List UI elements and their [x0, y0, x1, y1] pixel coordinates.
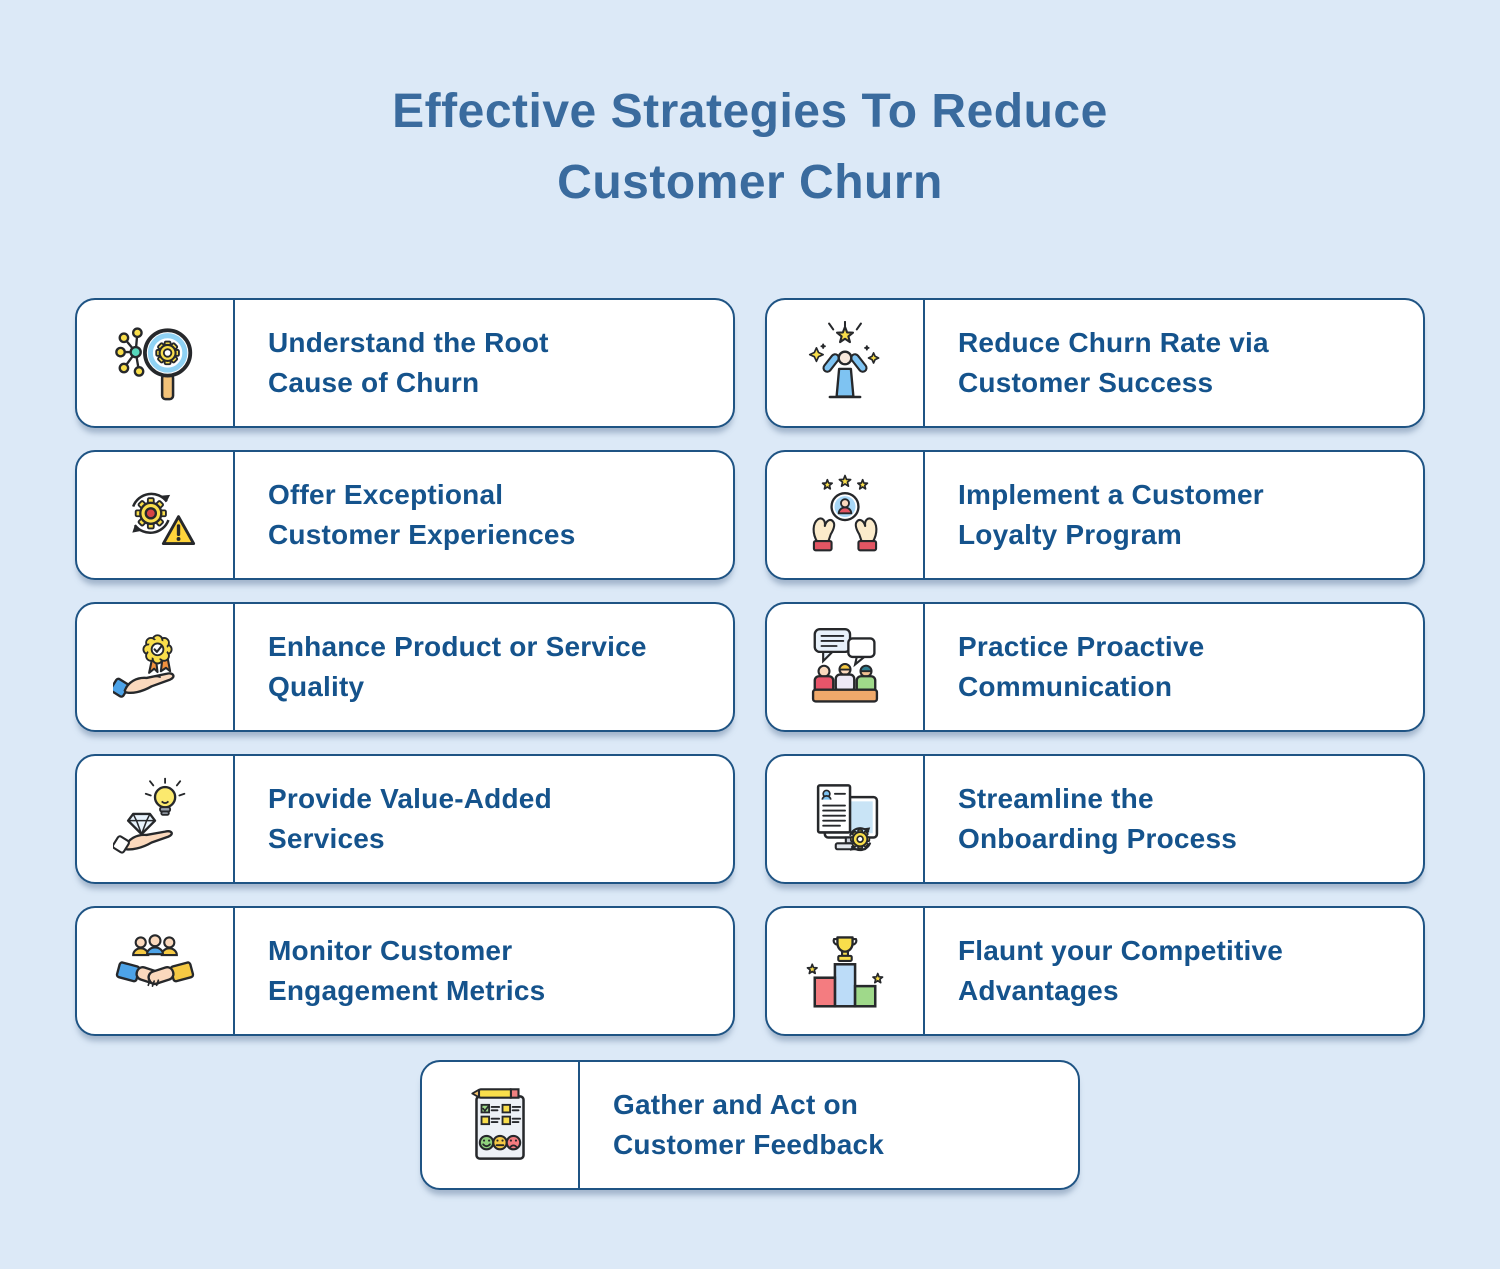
card-engagement-metrics-icon-cell: [77, 908, 235, 1034]
card-proactive-communication: Practice Proactive Communication: [765, 602, 1425, 732]
card-value-added-services: Provide Value-Added Services: [75, 754, 735, 884]
card-customer-feedback: Gather and Act on Customer Feedback: [420, 1060, 1080, 1190]
card-proactive-communication-icon-cell: [767, 604, 925, 730]
onboarding-process-icon: [816, 784, 879, 852]
customer-loyalty-icon: [812, 474, 878, 552]
card-competitive-advantages: Flaunt your Competitive Advantages: [765, 906, 1425, 1036]
card-root-cause-icon-cell: [77, 300, 235, 426]
card-onboarding-process: Streamline the Onboarding Process: [765, 754, 1425, 884]
card-customer-success-icon-cell: [767, 300, 925, 426]
card-customer-feedback-icon-cell: [422, 1062, 580, 1188]
strategy-grid: Understand the Root Cause of Churn: [75, 298, 1425, 1036]
card-competitive-advantages-icon-cell: [767, 908, 925, 1034]
card-product-quality: Enhance Product or Service Quality: [75, 602, 735, 732]
card-competitive-advantages-label: Flaunt your Competitive Advantages: [958, 935, 1284, 1006]
card-proactive-communication-label: Practice Proactive Communication: [958, 631, 1205, 702]
card-loyalty-program-label: Implement a Customer Loyalty Program: [958, 479, 1264, 550]
customer-feedback-icon: [471, 1088, 525, 1160]
card-exceptional-experiences-icon-cell: [77, 452, 235, 578]
process-warning-icon: [131, 492, 196, 546]
card-product-quality-icon-cell: [77, 604, 235, 730]
card-value-added-services-label: Provide Value-Added Services: [268, 783, 552, 854]
page-title-line2: Customer Churn: [557, 156, 943, 209]
competitive-advantage-icon: [806, 936, 884, 1008]
card-customer-success-label: Reduce Churn Rate via Customer Success: [958, 327, 1269, 398]
card-value-added-services-icon-cell: [77, 756, 235, 882]
quality-badge-icon: [113, 634, 175, 698]
card-customer-feedback-label: Gather and Act on Customer Feedback: [613, 1089, 885, 1160]
value-added-services-icon: [113, 777, 186, 854]
page-title-line1: Effective Strategies To Reduce: [392, 85, 1108, 138]
card-root-cause-label: Understand the Root Cause of Churn: [268, 327, 549, 398]
card-onboarding-process-label: Streamline the Onboarding Process: [958, 783, 1237, 854]
card-root-cause: Understand the Root Cause of Churn: [75, 298, 735, 428]
bottom-card-wrap: Gather and Act on Customer Feedback: [420, 1060, 1080, 1190]
card-product-quality-label: Enhance Product or Service Quality: [268, 631, 647, 702]
page-title: Effective Strategies To Reduce Customer …: [0, 76, 1500, 218]
card-onboarding-process-icon-cell: [767, 756, 925, 882]
card-exceptional-experiences-label: Offer Exceptional Customer Experiences: [268, 479, 576, 550]
root-cause-analysis-icon: [115, 327, 193, 401]
card-loyalty-program-icon-cell: [767, 452, 925, 578]
engagement-metrics-icon: [115, 934, 195, 987]
card-engagement-metrics: Monitor Customer Engagement Metrics: [75, 906, 735, 1036]
card-engagement-metrics-label: Monitor Customer Engagement Metrics: [268, 935, 546, 1006]
card-loyalty-program: Implement a Customer Loyalty Program: [765, 450, 1425, 580]
card-exceptional-experiences: Offer Exceptional Customer Experiences: [75, 450, 735, 580]
customer-success-icon: [808, 321, 880, 399]
card-customer-success: Reduce Churn Rate via Customer Success: [765, 298, 1425, 428]
proactive-communication-icon: [811, 628, 879, 703]
